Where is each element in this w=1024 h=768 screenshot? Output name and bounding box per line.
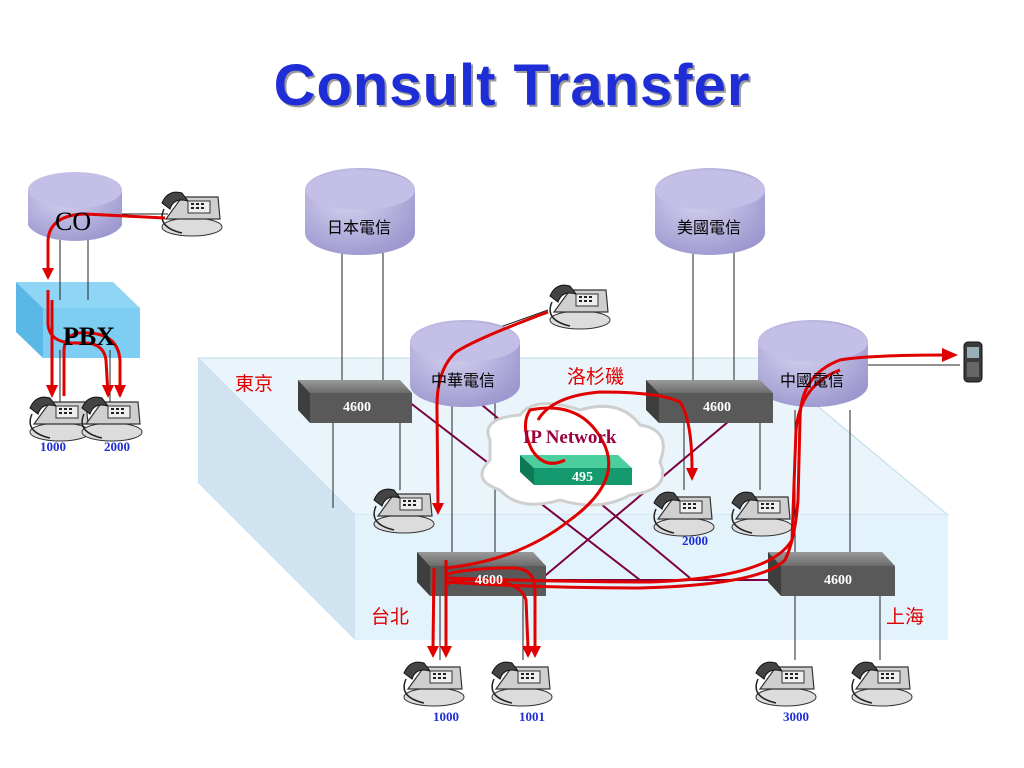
carrier-japan-label: 日本電信 <box>327 218 392 237</box>
ext-pbx-1000: 1000 <box>40 439 66 454</box>
switch-shanghai-label: 4600 <box>824 573 852 588</box>
ip-device-label: 495 <box>572 470 593 485</box>
phone-taipei-1001-icon[interactable] <box>491 661 553 707</box>
ext-taipei-1001: 1001 <box>519 709 545 724</box>
switch-la-label: 4600 <box>703 400 731 415</box>
phone-pbx-1000-icon[interactable] <box>29 396 91 442</box>
ext-taipei-1000: 1000 <box>433 709 459 724</box>
phone-co-icon[interactable] <box>161 191 223 237</box>
mobile-phone-icon[interactable] <box>963 341 983 383</box>
phone-la-2000-icon[interactable] <box>653 491 715 537</box>
city-la-label: 洛杉磯 <box>567 366 625 388</box>
switch-shanghai <box>768 552 895 596</box>
switch-tokyo-label: 4600 <box>343 400 371 415</box>
ext-pbx-2000: 2000 <box>104 439 130 454</box>
city-taipei-label: 台北 <box>371 606 410 628</box>
carrier-taiwan-label: 中華電信 <box>431 371 496 390</box>
phone-pbx-2000-icon[interactable] <box>81 396 143 442</box>
city-shanghai-label: 上海 <box>886 606 925 628</box>
call-paths <box>46 212 946 649</box>
ip-network-cloud <box>480 402 665 507</box>
carrier-china-label: 中國電信 <box>780 371 845 390</box>
phone-la-2-icon[interactable] <box>731 491 793 537</box>
phone-shanghai-3000-icon[interactable] <box>755 661 817 707</box>
switch-tokyo <box>298 380 412 423</box>
co-label: CO <box>55 207 92 236</box>
phone-tokyo-icon[interactable] <box>373 488 435 534</box>
ext-la-2000: 2000 <box>682 533 708 548</box>
phone-shanghai-2-icon[interactable] <box>851 661 913 707</box>
carrier-japan <box>305 168 415 255</box>
switch-taipei-label: 4600 <box>475 573 503 588</box>
phone-taipei-1000-icon[interactable] <box>403 661 465 707</box>
page-title: Consult Transfer <box>273 53 751 118</box>
call-arrowheads <box>42 268 958 658</box>
carrier-usa-label: 美國電信 <box>677 218 742 237</box>
city-tokyo-label: 東京 <box>235 373 274 395</box>
switch-la <box>646 380 773 423</box>
pbx-label: PBX <box>63 322 115 351</box>
carrier-china <box>758 320 868 407</box>
carrier-taiwan <box>410 320 520 407</box>
carrier-co <box>28 172 122 241</box>
ip-network-label: IP Network <box>523 427 617 448</box>
phone-remote-icon[interactable] <box>549 284 611 330</box>
ext-shanghai-3000: 3000 <box>783 709 809 724</box>
carrier-usa <box>655 168 765 255</box>
